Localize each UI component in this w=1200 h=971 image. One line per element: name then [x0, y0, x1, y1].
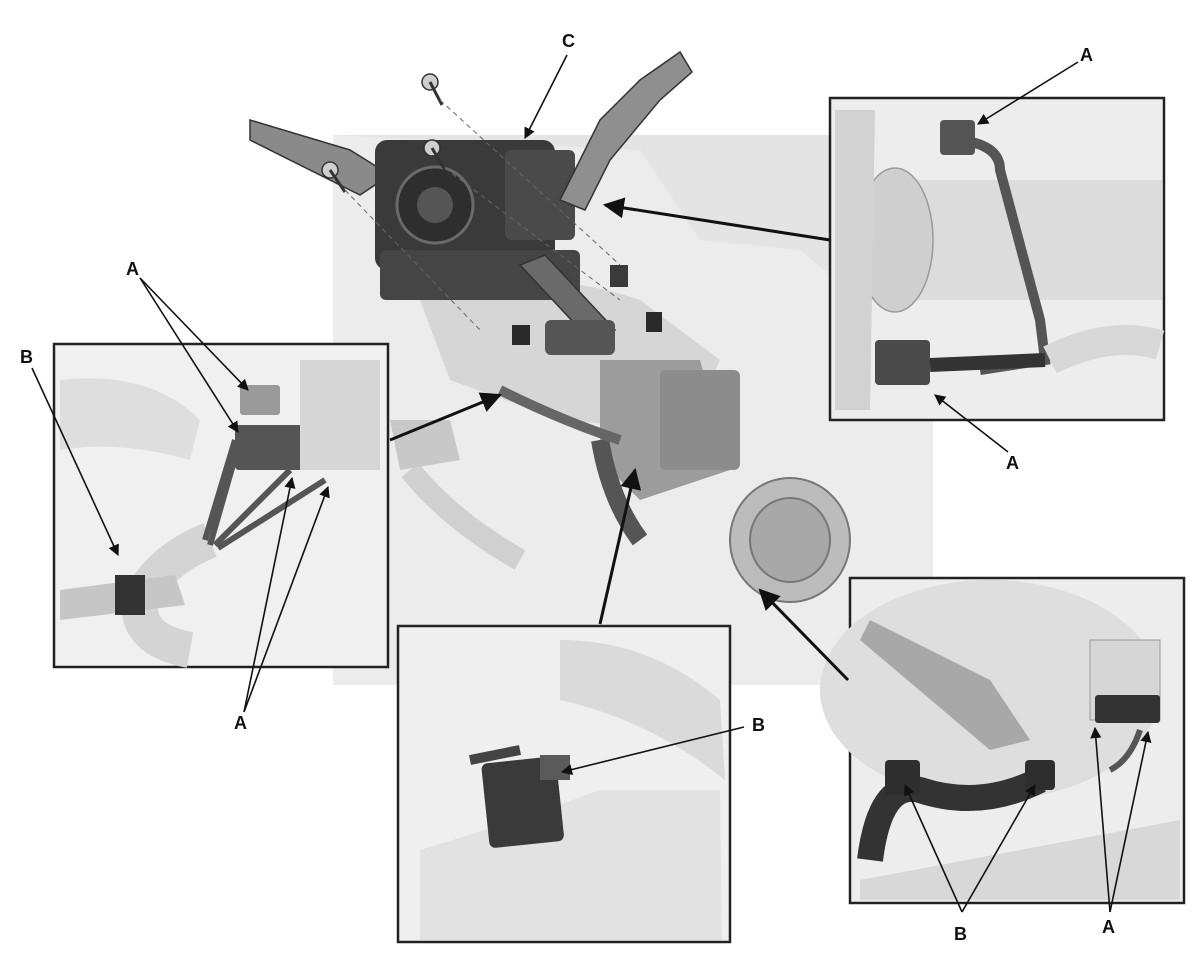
- inset-left: [52, 342, 390, 669]
- callout-label-a: A: [234, 713, 247, 733]
- callout-label-c: C: [562, 31, 575, 51]
- callout-label-b: B: [752, 715, 765, 735]
- callout-label-b: B: [20, 347, 33, 367]
- callout-label-a: A: [126, 259, 139, 279]
- callout-leaders: [31, 54, 1152, 913]
- callout-label-a: A: [1006, 453, 1019, 473]
- inset-pointer-arrows: [389, 197, 850, 682]
- inset-bottom-right: [820, 576, 1186, 905]
- combination-switch-assembly: [249, 50, 693, 355]
- callout-label-b: B: [954, 924, 967, 944]
- inset-bottom-center: [396, 624, 732, 944]
- callout-label-a: A: [1102, 917, 1115, 937]
- callout-label-a: A: [1080, 45, 1093, 65]
- inset-top-right: [828, 96, 1166, 422]
